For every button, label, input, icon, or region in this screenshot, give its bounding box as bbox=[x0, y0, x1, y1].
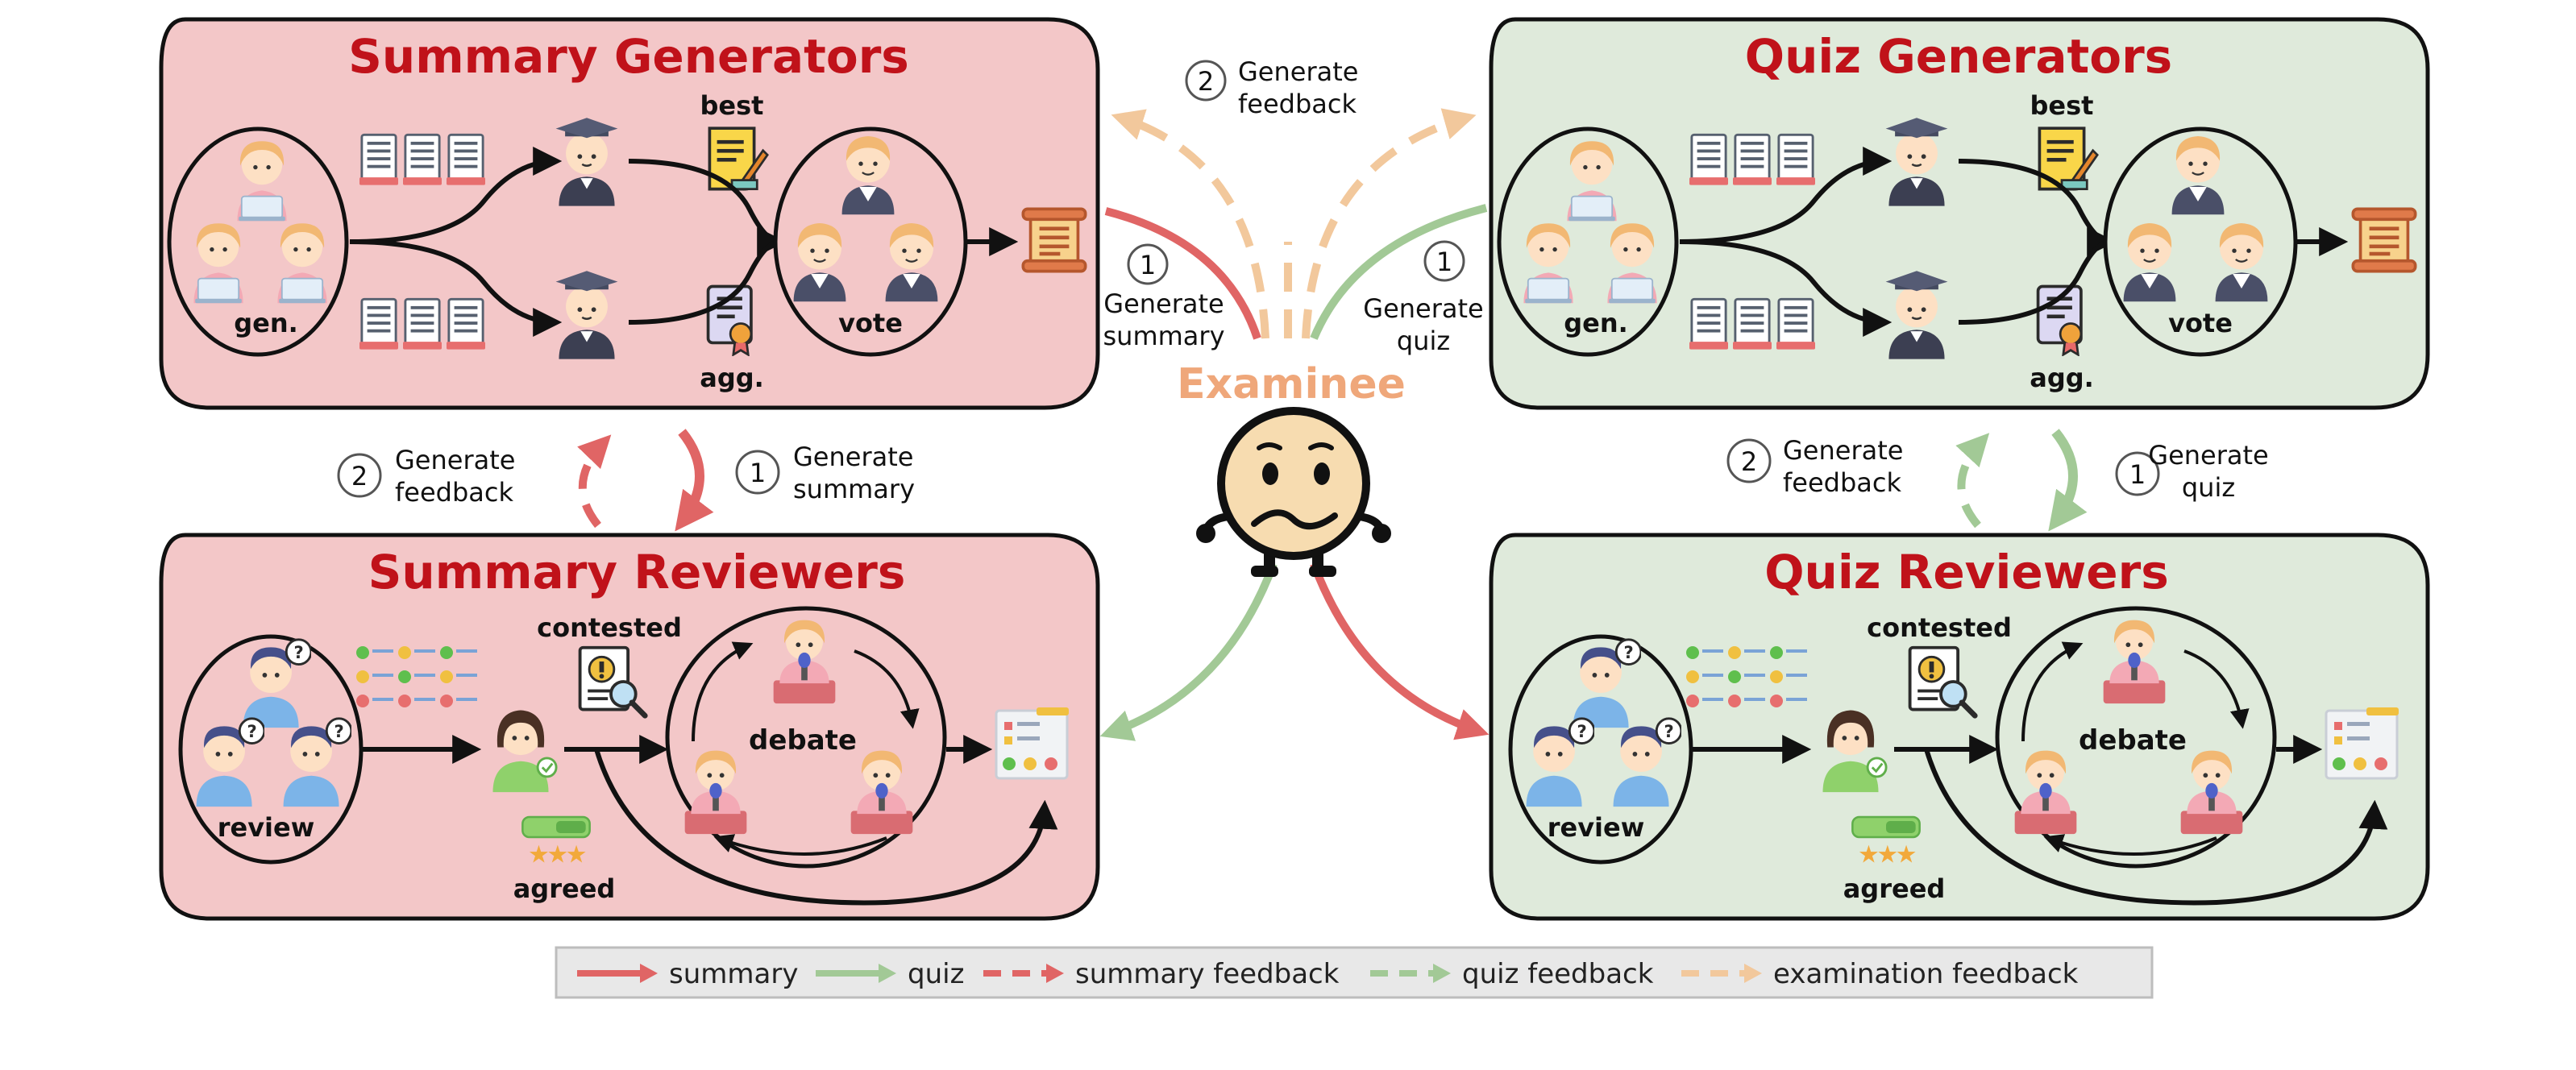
gen-label: gen. bbox=[234, 308, 298, 338]
step-text: Generate bbox=[395, 445, 515, 475]
step-circle bbox=[1185, 60, 1227, 102]
summary-reviewers-panel: Summary Reviewers review contested agree… bbox=[159, 533, 1100, 921]
legend-label: examination feedback bbox=[1773, 958, 2079, 990]
legend-label: summary bbox=[669, 958, 798, 990]
agg-label: agg. bbox=[700, 363, 764, 393]
quiz-generators-panel: Quiz Generators gen. best agg. vote bbox=[1489, 17, 2430, 410]
summary-loop: 2 Generate feedback 1 Generate summary bbox=[337, 429, 915, 532]
document-icon bbox=[1733, 133, 1772, 187]
summary-reviewers-title: Summary Reviewers bbox=[368, 545, 906, 599]
quiz-generators-title: Quiz Generators bbox=[1745, 29, 2172, 84]
summary-to-quiz-reviewers-arrow bbox=[1310, 562, 1490, 740]
document-icon bbox=[447, 297, 485, 351]
step-text: Generate bbox=[1103, 288, 1224, 319]
legend-label: quiz feedback bbox=[1462, 958, 1654, 990]
step-circle bbox=[1423, 240, 1465, 282]
quiz-to-summary-reviewers-arrow bbox=[1099, 562, 1278, 741]
legend-arrowhead bbox=[640, 964, 658, 983]
gen-label: gen. bbox=[1564, 308, 1628, 338]
agreed-label: agreed bbox=[1843, 873, 1946, 904]
step-text: summary bbox=[1103, 321, 1225, 351]
document-icon bbox=[403, 133, 442, 187]
document-icon bbox=[1776, 133, 1815, 187]
summary-feedback-arrow bbox=[577, 434, 612, 529]
step-number: 1 bbox=[1436, 247, 1452, 277]
agreed-stars-icon bbox=[521, 815, 591, 869]
document-icon bbox=[1689, 133, 1728, 187]
agreed-label: agreed bbox=[513, 873, 616, 904]
summary-generators-panel: Summary Generators gen. best agg. vote bbox=[159, 17, 1100, 410]
agreed-stars-icon bbox=[1851, 815, 1921, 869]
document-icon bbox=[403, 297, 442, 351]
step-text: Generate bbox=[2148, 440, 2268, 471]
legend-label: quiz bbox=[908, 958, 964, 990]
contested-label: contested bbox=[537, 612, 682, 643]
document-icon bbox=[1776, 297, 1815, 351]
generate-summary-line bbox=[1104, 207, 1261, 340]
agg-label: agg. bbox=[2030, 363, 2094, 393]
step-text: feedback bbox=[1238, 89, 1357, 119]
step-text: quiz bbox=[2182, 472, 2235, 503]
legend-arrowhead bbox=[879, 964, 896, 983]
step-text: Generate bbox=[1238, 56, 1358, 87]
review-label: review bbox=[1548, 812, 1645, 843]
review-label: review bbox=[218, 812, 315, 843]
step-circle bbox=[1127, 243, 1169, 285]
document-icon bbox=[1733, 297, 1772, 351]
step-circle bbox=[337, 453, 382, 498]
rating-sheet-icon bbox=[2325, 706, 2400, 780]
exam-feedback-arrow-left bbox=[1111, 109, 1269, 339]
step-number: 2 bbox=[1741, 446, 1757, 477]
vote-label: vote bbox=[838, 308, 903, 338]
quiz-reviewers-panel: Quiz Reviewers review contested agreed d… bbox=[1489, 533, 2430, 921]
best-label: best bbox=[700, 90, 764, 121]
step-number: 1 bbox=[1140, 250, 1156, 280]
summary-generate-arrow bbox=[675, 429, 714, 532]
step-text: Generate bbox=[1783, 435, 1903, 466]
document-icon bbox=[447, 133, 485, 187]
step-circle bbox=[1726, 438, 1772, 483]
step-text: Generate bbox=[1363, 293, 1483, 324]
rating-sheet-icon bbox=[995, 706, 1070, 780]
generate-quiz-line bbox=[1310, 204, 1488, 340]
step-text: Generate bbox=[793, 442, 913, 472]
summary-generators-title: Summary Generators bbox=[348, 29, 909, 84]
legend-arrowhead bbox=[1744, 964, 1762, 983]
step-circle bbox=[2115, 451, 2160, 496]
quiz-reviewers-title: Quiz Reviewers bbox=[1764, 545, 2169, 599]
step-text: feedback bbox=[1783, 467, 1901, 498]
vote-label: vote bbox=[2168, 308, 2233, 338]
debate-label: debate bbox=[2079, 724, 2187, 757]
step-text: summary bbox=[793, 474, 915, 504]
step-number: 2 bbox=[351, 461, 368, 491]
step-number: 1 bbox=[2129, 459, 2146, 490]
step-number: 1 bbox=[750, 458, 766, 488]
contested-label: contested bbox=[1867, 612, 2012, 643]
document-icon bbox=[1689, 297, 1728, 351]
legend-arrowhead bbox=[1433, 964, 1451, 983]
document-icon bbox=[359, 133, 398, 187]
best-label: best bbox=[2030, 90, 2094, 121]
debate-label: debate bbox=[749, 724, 857, 757]
quiz-loop: 2 Generate feedback 1 Generate quiz bbox=[1726, 429, 2269, 532]
legend: summary quiz summary feedback quiz feedback… bbox=[555, 946, 2154, 999]
quiz-generate-arrow bbox=[2048, 429, 2088, 532]
step-circle bbox=[735, 450, 780, 495]
legend-arrowhead bbox=[1046, 964, 1064, 983]
quiz-feedback-arrow bbox=[1955, 433, 1990, 529]
summary-scroll-icon bbox=[1021, 207, 1087, 273]
step-number: 2 bbox=[1198, 66, 1214, 97]
legend-label: summary feedback bbox=[1075, 958, 1340, 990]
examinee-label: Examinee bbox=[1177, 360, 1406, 409]
quiz-scroll-icon bbox=[2351, 207, 2417, 273]
examinee-face-icon bbox=[1196, 407, 1391, 577]
exam-feedback-arrow-right bbox=[1302, 108, 1477, 339]
step-text: quiz bbox=[1397, 326, 1450, 356]
step-text: feedback bbox=[395, 477, 513, 508]
examinee-center: Examinee 2 Generate feedback 1 Generate … bbox=[1099, 56, 1490, 741]
document-icon bbox=[359, 297, 398, 351]
